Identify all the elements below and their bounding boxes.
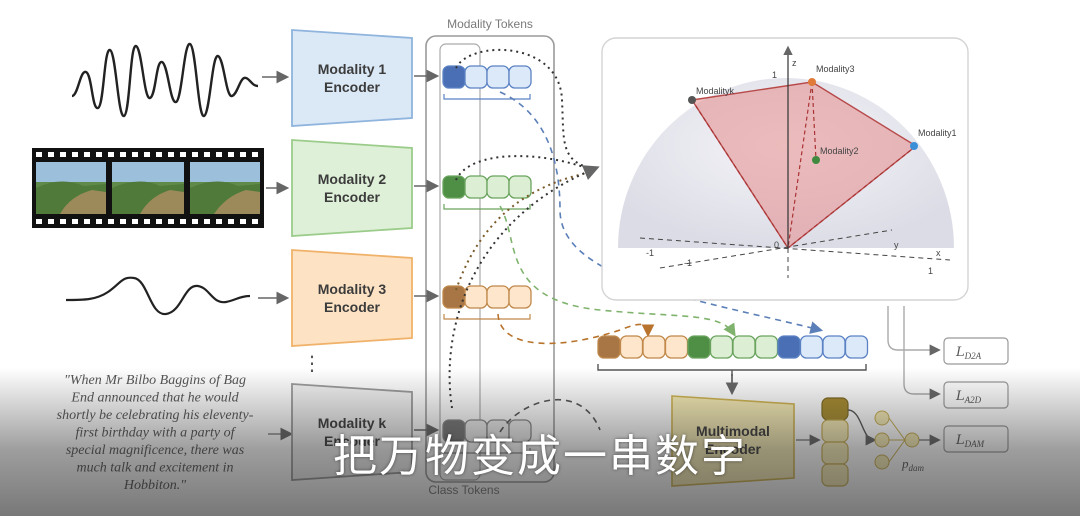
vertex-modalityk bbox=[688, 96, 696, 104]
modality-tokens-frame bbox=[425, 35, 555, 483]
modality-token bbox=[486, 65, 510, 89]
concatenated-token-sequence bbox=[597, 335, 869, 359]
svg-text:LD2A: LD2A bbox=[955, 345, 982, 361]
vertex-modality2 bbox=[812, 156, 820, 164]
token-bracket bbox=[443, 94, 531, 100]
token-bracket bbox=[443, 314, 531, 320]
vertex-modality3 bbox=[808, 78, 816, 86]
tick-x-one: 1 bbox=[928, 266, 933, 276]
axis-z-label: z bbox=[792, 58, 797, 68]
modality-token bbox=[508, 285, 532, 309]
sequence-token bbox=[777, 335, 801, 359]
loss-box-a2d: LA2D bbox=[943, 381, 1009, 409]
encoder-label-line1: Modality 2 bbox=[318, 171, 387, 187]
smooth-waveform-icon bbox=[65, 276, 251, 316]
vertex-label-modality1: Modality1 bbox=[918, 128, 957, 138]
audio-waveform-icon bbox=[71, 42, 259, 118]
class-tokens-label: Class Tokens bbox=[428, 483, 499, 497]
loss-box-d2a: LD2A bbox=[943, 337, 1009, 365]
tick-z-one: 1 bbox=[772, 70, 777, 80]
modality-1-encoder: Modality 1 Encoder bbox=[291, 29, 413, 127]
quote-line: End announced that he would bbox=[70, 391, 239, 406]
class-token-connectors bbox=[448, 48, 600, 409]
vertex-label-modality2: Modality2 bbox=[820, 146, 859, 156]
axis-y-label: y bbox=[894, 240, 899, 250]
modality-2-encoder: Modality 2 Encoder bbox=[291, 139, 413, 237]
sequence-token bbox=[732, 335, 756, 359]
class-tokens-frame bbox=[439, 43, 481, 481]
tick-y-neg-one: -1 bbox=[646, 248, 654, 258]
more-modalities-ellipsis: ⋮ bbox=[302, 351, 322, 375]
encoder-label-line1: Modality 1 bbox=[318, 61, 387, 77]
token-row-1 bbox=[442, 65, 532, 100]
sequence-token bbox=[687, 335, 711, 359]
sequence-token bbox=[844, 335, 869, 359]
class-token bbox=[442, 175, 466, 199]
sequence-token bbox=[619, 335, 644, 359]
modality-token bbox=[508, 175, 532, 199]
embedding-sphere-panel: Modality3 Modalityk Modality2 Modality1 … bbox=[601, 37, 969, 301]
axis-x-label: x bbox=[936, 248, 941, 258]
sequence-token bbox=[754, 335, 779, 359]
encoder-label-line1: Modality 3 bbox=[318, 281, 387, 297]
sequence-token bbox=[799, 335, 824, 359]
sequence-token bbox=[822, 335, 846, 359]
encoder-label-line2: Encoder bbox=[324, 299, 381, 315]
modality-token bbox=[486, 175, 510, 199]
encoder-label-line2: Encoder bbox=[324, 79, 381, 95]
tick-x-neg-one: -1 bbox=[684, 258, 692, 268]
video-filmstrip-icon bbox=[32, 148, 264, 228]
class-token bbox=[442, 65, 466, 89]
sequence-token bbox=[642, 335, 666, 359]
encoder-label-line2: Encoder bbox=[324, 189, 381, 205]
tick-origin: 0 bbox=[774, 240, 779, 250]
subtitle-caption: 把万物变成一串数字 bbox=[333, 431, 747, 482]
token-row-3 bbox=[442, 285, 532, 320]
modality-token bbox=[508, 65, 532, 89]
token-row-2 bbox=[442, 175, 532, 210]
modality-3-encoder: Modality 3 Encoder bbox=[291, 249, 413, 347]
quote-line: "When Mr Bilbo Baggins of Bag bbox=[64, 373, 246, 388]
vertex-label-modality3: Modality3 bbox=[816, 64, 855, 74]
modality-token bbox=[486, 285, 510, 309]
sequence-token bbox=[597, 335, 621, 359]
modality-token bbox=[464, 175, 488, 199]
modality-token bbox=[464, 285, 488, 309]
vertex-modality1 bbox=[910, 142, 918, 150]
modality-tokens-label: Modality Tokens bbox=[447, 17, 533, 31]
sequence-token bbox=[664, 335, 689, 359]
loss-connector-d2a bbox=[887, 306, 941, 356]
token-bracket bbox=[443, 204, 531, 210]
modality-token bbox=[464, 65, 488, 89]
sequence-token bbox=[709, 335, 734, 359]
class-token bbox=[442, 285, 466, 309]
vertex-label-modalityk: Modalityk bbox=[696, 86, 735, 96]
